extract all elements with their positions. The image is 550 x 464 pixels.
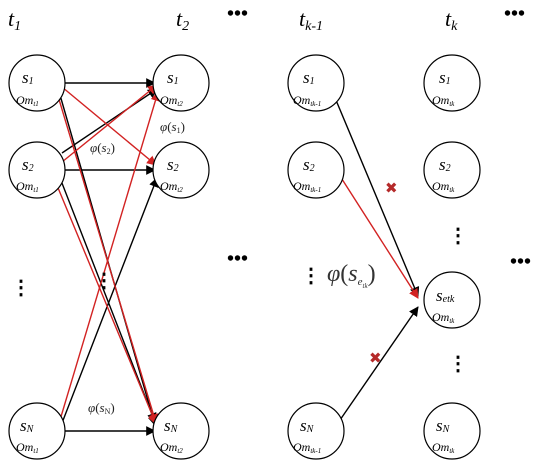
svg-text:s2: s2 <box>22 155 34 174</box>
svg-text:s2: s2 <box>303 155 315 174</box>
red-edge-s1-sN <box>57 95 159 424</box>
edge-s1-se <box>332 92 420 297</box>
cross-marker-upper: ✖ <box>385 181 398 197</box>
label-phi-se: φ(setk) <box>327 261 376 290</box>
vdots-col3: ⋮ <box>301 265 321 287</box>
node-col1-s1: s1 Omt1 <box>8 54 66 112</box>
svg-text:Omt1: Omt1 <box>16 93 39 108</box>
vdots-mid: ⋮ <box>94 270 114 292</box>
svg-text:s1: s1 <box>303 68 315 87</box>
svg-text:s1: s1 <box>167 68 179 87</box>
mid-ellipsis-2: ••• <box>510 251 531 273</box>
svg-text:s2: s2 <box>167 155 179 174</box>
svg-text:sN: sN <box>436 416 451 435</box>
svg-text:Omtk: Omtk <box>432 440 455 455</box>
svg-text:Omt2: Omt2 <box>160 440 183 455</box>
header-ellipsis-1: ••• <box>227 3 248 25</box>
node-col2-sN: sN Omt2 <box>152 402 210 460</box>
header-tk-minus-1: tk-1 <box>299 6 323 34</box>
svg-text:sN: sN <box>164 416 179 435</box>
label-phi-s2: φ(s2) <box>90 140 115 156</box>
svg-text:sN: sN <box>300 416 315 435</box>
red-edge-sN-s1 <box>59 91 161 421</box>
node-col4-se: setk Omtk <box>423 271 481 329</box>
svg-text:sN: sN <box>20 416 35 435</box>
node-col1-sN: sN Omt1 <box>8 402 66 460</box>
svg-text:Omt1: Omt1 <box>16 179 39 194</box>
header-t2: t2 <box>176 6 189 34</box>
node-col3-sN: sN Omtk-1 <box>287 402 345 460</box>
edge-s2-sN <box>59 177 157 423</box>
svg-text:Omtk: Omtk <box>432 310 455 325</box>
vdots-col4-upper: ⋮ <box>448 225 468 247</box>
cross-marker-lower: ✖ <box>369 351 382 367</box>
red-edge-s2-se <box>339 175 419 299</box>
mid-ellipsis-1: ••• <box>227 248 248 270</box>
svg-text:s1: s1 <box>22 68 34 87</box>
svg-text:Omtk: Omtk <box>432 93 455 108</box>
svg-text:s2: s2 <box>439 155 451 174</box>
edge-sN-se <box>339 306 419 421</box>
node-col3-s1: s1 Omtk-1 <box>287 54 345 112</box>
svg-text:Omtk-1: Omtk-1 <box>293 93 321 108</box>
node-col4-sN: sN Omtk <box>423 402 481 460</box>
svg-text:Omt2: Omt2 <box>160 179 183 194</box>
svg-text:Omt1: Omt1 <box>16 440 39 455</box>
vdots-col1: ⋮ <box>11 277 31 299</box>
node-col4-s2: s2 Omtk <box>423 141 481 199</box>
red-transition-edges <box>55 84 161 425</box>
svg-text:s1: s1 <box>439 68 451 87</box>
node-col4-s1: s1 Omtk <box>423 54 481 112</box>
label-phi-sN: φ(sN) <box>88 400 115 416</box>
node-col1-s2: s2 Omt1 <box>8 141 66 199</box>
edge-sN-s2 <box>61 177 159 424</box>
node-col2-s1: s1 Omt2 <box>152 54 210 112</box>
red-edge-s2-s1 <box>61 84 158 163</box>
vdots-col4-lower: ⋮ <box>448 353 468 375</box>
header-t1: t1 <box>8 6 21 34</box>
final-step-edges <box>332 92 420 421</box>
svg-text:Omtk-1: Omtk-1 <box>293 179 321 194</box>
header-ellipsis-2: ••• <box>504 3 525 25</box>
edge-s2-s1 <box>61 88 158 154</box>
svg-text:Omt2: Omt2 <box>160 93 183 108</box>
svg-text:setk: setk <box>436 286 455 305</box>
svg-text:Omtk-1: Omtk-1 <box>293 440 321 455</box>
node-col2-s2: s2 Omt2 <box>152 141 210 199</box>
node-col3-s2: s2 Omtk-1 <box>287 141 345 199</box>
svg-text:Omtk: Omtk <box>432 179 455 194</box>
red-edge-s2-sN <box>55 182 158 425</box>
label-phi-s1: φ(s1) <box>160 119 185 135</box>
header-tk: tk <box>445 6 458 34</box>
